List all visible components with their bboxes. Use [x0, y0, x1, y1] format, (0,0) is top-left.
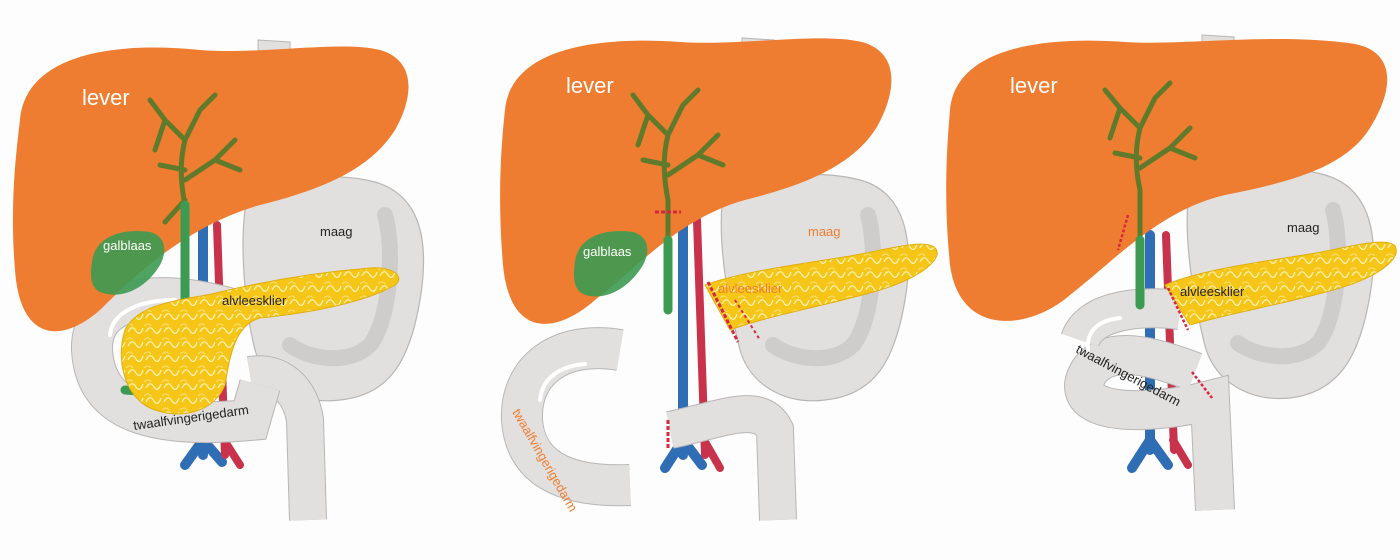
- label-stomach: maag: [320, 224, 353, 239]
- label-stomach: maag: [1287, 220, 1320, 235]
- label-pancreas: alvleesklier: [718, 281, 783, 296]
- label-gallbladder: galblaas: [583, 244, 632, 259]
- label-stomach: maag: [808, 224, 841, 239]
- label-liver: lever: [1010, 73, 1058, 98]
- label-liver: lever: [566, 73, 614, 98]
- panel-3-drawing: lever maag alvleesklier twaalfvingeriged…: [946, 35, 1396, 510]
- panel-2-drawing: lever galblaas maag alvleesklier twaalfv…: [500, 38, 937, 520]
- label-pancreas: alvleesklier: [222, 293, 287, 308]
- label-gallbladder: galblaas: [103, 238, 152, 253]
- label-pancreas: alvleesklier: [1180, 284, 1245, 299]
- label-liver: lever: [82, 85, 130, 110]
- panel-1-drawing: lever galblaas maag alvleesklier twaalfv…: [13, 40, 424, 520]
